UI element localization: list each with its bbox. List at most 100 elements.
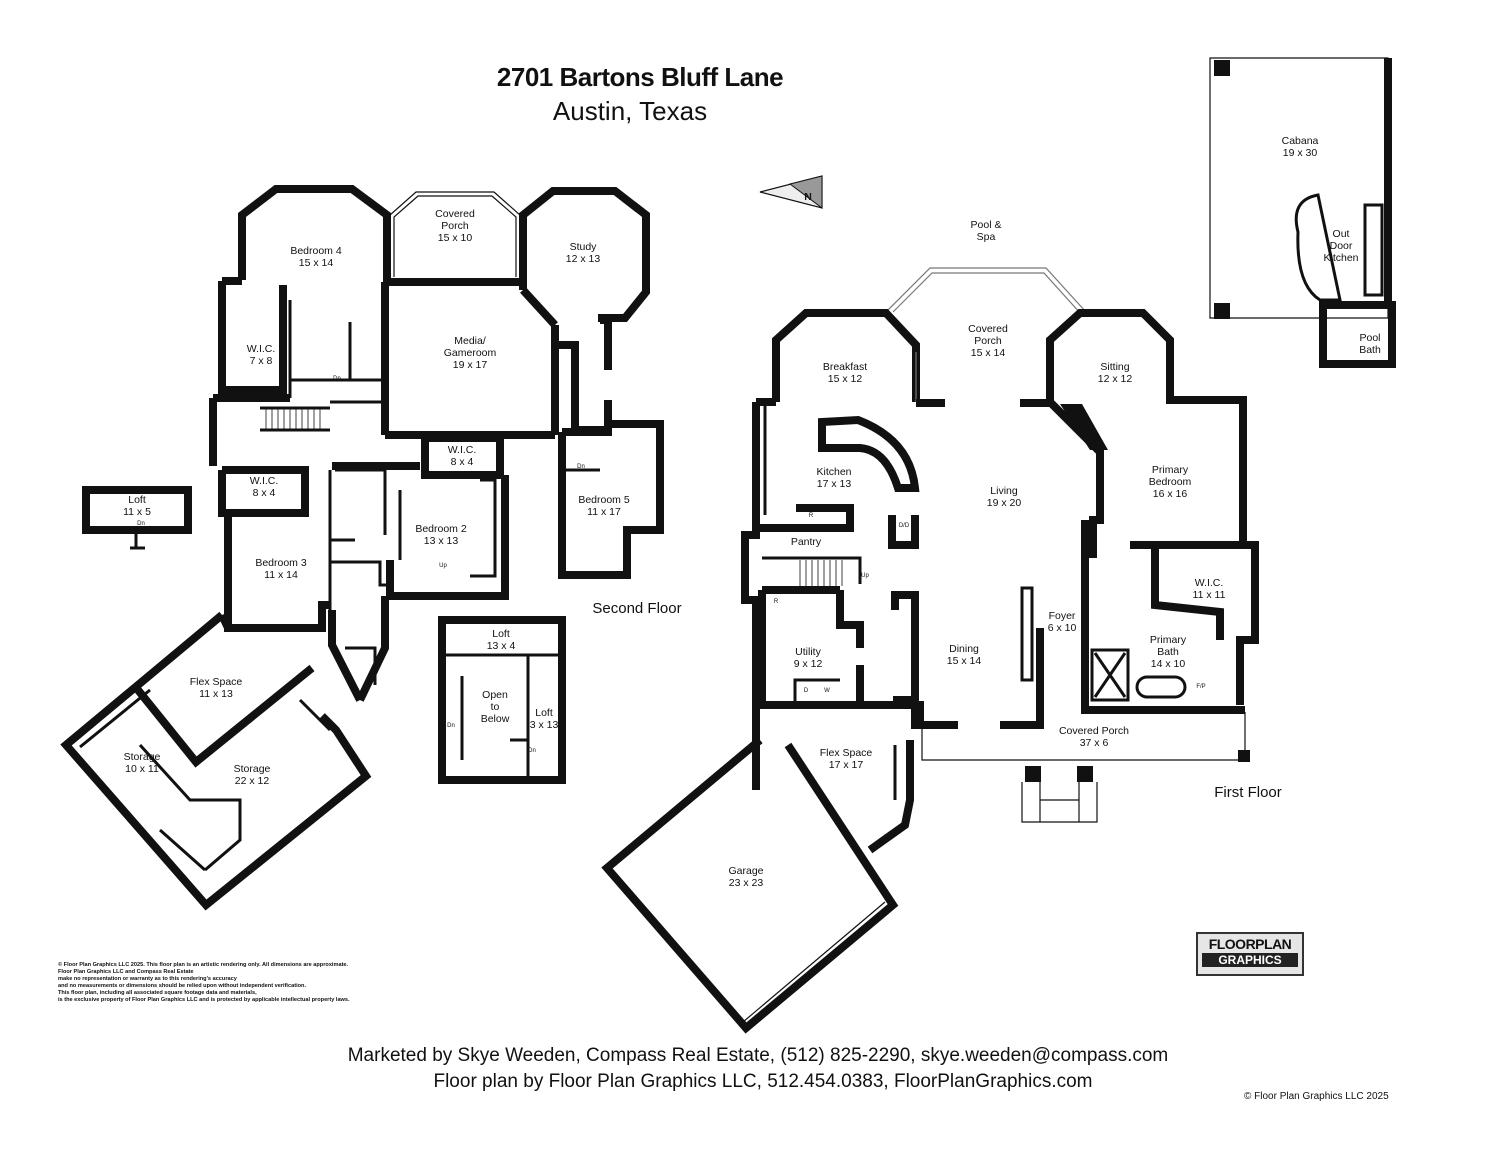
logo-line1: FLOORPLAN (1208, 936, 1292, 952)
storage-a-label: Storage (124, 751, 161, 763)
open-below-label3: Below (481, 713, 510, 725)
stair-down-label: Dn (333, 376, 341, 382)
covered-porch-1f-size: 15 x 14 (971, 347, 1006, 359)
open-below-label2: to (491, 701, 500, 713)
flex-2f-size: 11 x 13 (199, 688, 233, 700)
wic-1f-size: 11 x 11 (1193, 589, 1226, 601)
garage-label: Garage (728, 865, 763, 877)
storage-b-label: Storage (234, 763, 271, 775)
media-label2: Gameroom (444, 347, 497, 359)
breakfast-size: 15 x 12 (828, 373, 863, 385)
bedroom4-size: 15 x 14 (299, 257, 334, 269)
disclaimer-line: and no measurements or dimensions should… (58, 983, 307, 989)
study-label: Study (570, 241, 598, 253)
kitchen-dishwasher-label: D/D (899, 523, 910, 529)
loft-c-label: Loft (535, 707, 553, 719)
loft-a-label: Loft (128, 494, 146, 506)
first-floor-label: First Floor (1214, 784, 1282, 801)
open-below-down-label: Dn (447, 723, 455, 729)
foyer-label: Foyer (1049, 610, 1076, 622)
marketing-credit: Marketed by Skye Weeden, Compass Real Es… (347, 1045, 1169, 1066)
living-size: 19 x 20 (987, 497, 1022, 509)
pantry-label: Pantry (791, 536, 822, 548)
floorplan-graphics-logo: FLOORPLAN GRAPHICS (1196, 932, 1304, 976)
utility-size: 9 x 12 (794, 658, 823, 670)
foyer-size: 6 x 10 (1048, 622, 1077, 634)
loft-down-label: Dn (137, 521, 145, 527)
covered-porch-1f-label: Covered (968, 323, 1008, 335)
cabana-label: Cabana (1282, 135, 1319, 147)
garage-size: 23 x 23 (729, 877, 764, 889)
bedroom3-label: Bedroom 3 (255, 557, 307, 569)
disclaimer-line: © Floor Plan Graphics LLC 2025. This flo… (58, 962, 349, 968)
pool-label: Pool & (971, 219, 1002, 231)
bedroom5-size: 11 x 17 (587, 506, 621, 518)
loft-b-label: Loft (492, 628, 510, 640)
wic-2f-c-size: 8 x 4 (253, 487, 276, 499)
covered-porch-2f-size: 15 x 10 (438, 232, 473, 244)
covered-porch-1f-label2: Porch (974, 335, 1002, 347)
bedroom5-down-label: Dn (577, 464, 585, 470)
outdoor-kitchen-label: Out (1333, 228, 1350, 240)
disclaimer-line: make no representation or warranty as to… (58, 976, 237, 982)
north-arrow-icon: N (759, 175, 823, 209)
sitting-label: Sitting (1100, 361, 1129, 373)
primary-bath-size: 14 x 10 (1151, 658, 1186, 670)
wic-1f-label: W.I.C. (1195, 577, 1224, 589)
bedroom4-label: Bedroom 4 (290, 245, 342, 257)
sitting-size: 12 x 12 (1098, 373, 1133, 385)
copyright: © Floor Plan Graphics LLC 2025 (1244, 1091, 1389, 1102)
fireplace-label: F/P (1073, 424, 1082, 430)
dining-size: 15 x 14 (947, 655, 982, 667)
storage-a-size: 10 x 11 (125, 763, 159, 775)
primary-bedroom-label2: Bedroom (1149, 476, 1192, 488)
pool-bath-label2: Bath (1359, 344, 1381, 356)
address-title: 2701 Bartons Bluff Lane (496, 62, 784, 92)
outdoor-kitchen-label3: Kitchen (1323, 252, 1358, 264)
second-floor-plan (60, 185, 664, 911)
bedroom2-up-label2: Up (439, 563, 447, 569)
disclaimer: © Floor Plan Graphics LLC 2025. This flo… (58, 962, 438, 1004)
covered-porch-2f-label2: Porch (441, 220, 469, 232)
living-label: Living (990, 485, 1018, 497)
cabana-size: 19 x 30 (1283, 147, 1318, 159)
first-floor-plan (601, 267, 1259, 1034)
bedroom2-label: Bedroom 2 (415, 523, 467, 535)
flex-1f-size: 17 x 17 (829, 759, 864, 771)
wic-2f-b-label: W.I.C. (448, 444, 477, 456)
disclaimer-line: Floor Plan Graphics LLC and Compass Real… (58, 969, 194, 975)
utility-washer-label: W (824, 688, 830, 694)
open-below-label: Open (482, 689, 508, 701)
loft-b-size: 13 x 4 (487, 640, 516, 652)
primary-bath-label2: Bath (1157, 646, 1179, 658)
kitchen-size: 17 x 13 (817, 478, 852, 490)
dining-label: Dining (949, 643, 979, 655)
covered-porch-2f-label: Covered (435, 208, 475, 220)
media-size: 19 x 17 (453, 359, 488, 371)
bedroom5-label: Bedroom 5 (578, 494, 630, 506)
logo-line2: GRAPHICS (1202, 953, 1298, 967)
flex-2f-label: Flex Space (190, 676, 243, 688)
wic-2f-b-size: 8 x 4 (451, 456, 474, 468)
bath-fireplace-label: F/P (1196, 684, 1205, 690)
kitchen-label: Kitchen (816, 466, 851, 478)
primary-bath-label: Primary (1150, 634, 1187, 646)
disclaimer-line: This floor plan, including all associate… (58, 990, 257, 996)
covered-porch-front-label: Covered Porch (1059, 725, 1129, 737)
north-arrow-label: N (804, 191, 812, 203)
disclaimer-line: is the exclusive property of Floor Plan … (58, 997, 350, 1003)
primary-bedroom-label: Primary (1152, 464, 1189, 476)
pantry-up-label: Up (861, 573, 869, 579)
floorplan-credit: Floor plan by Floor Plan Graphics LLC, 5… (433, 1071, 1093, 1092)
kitchen-refrigerator-label: R (809, 513, 814, 519)
primary-bedroom-size: 16 x 16 (1153, 488, 1188, 500)
breakfast-label: Breakfast (823, 361, 867, 373)
cabana-plan (1209, 57, 1396, 368)
wic-2f-a-size: 7 x 8 (250, 355, 273, 367)
bedroom3-size: 11 x 14 (264, 569, 298, 581)
storage-b-size: 22 x 12 (235, 775, 270, 787)
second-floor-label: Second Floor (592, 600, 681, 617)
pool-bath-label: Pool (1359, 332, 1380, 344)
pool-label2: Spa (977, 231, 996, 243)
